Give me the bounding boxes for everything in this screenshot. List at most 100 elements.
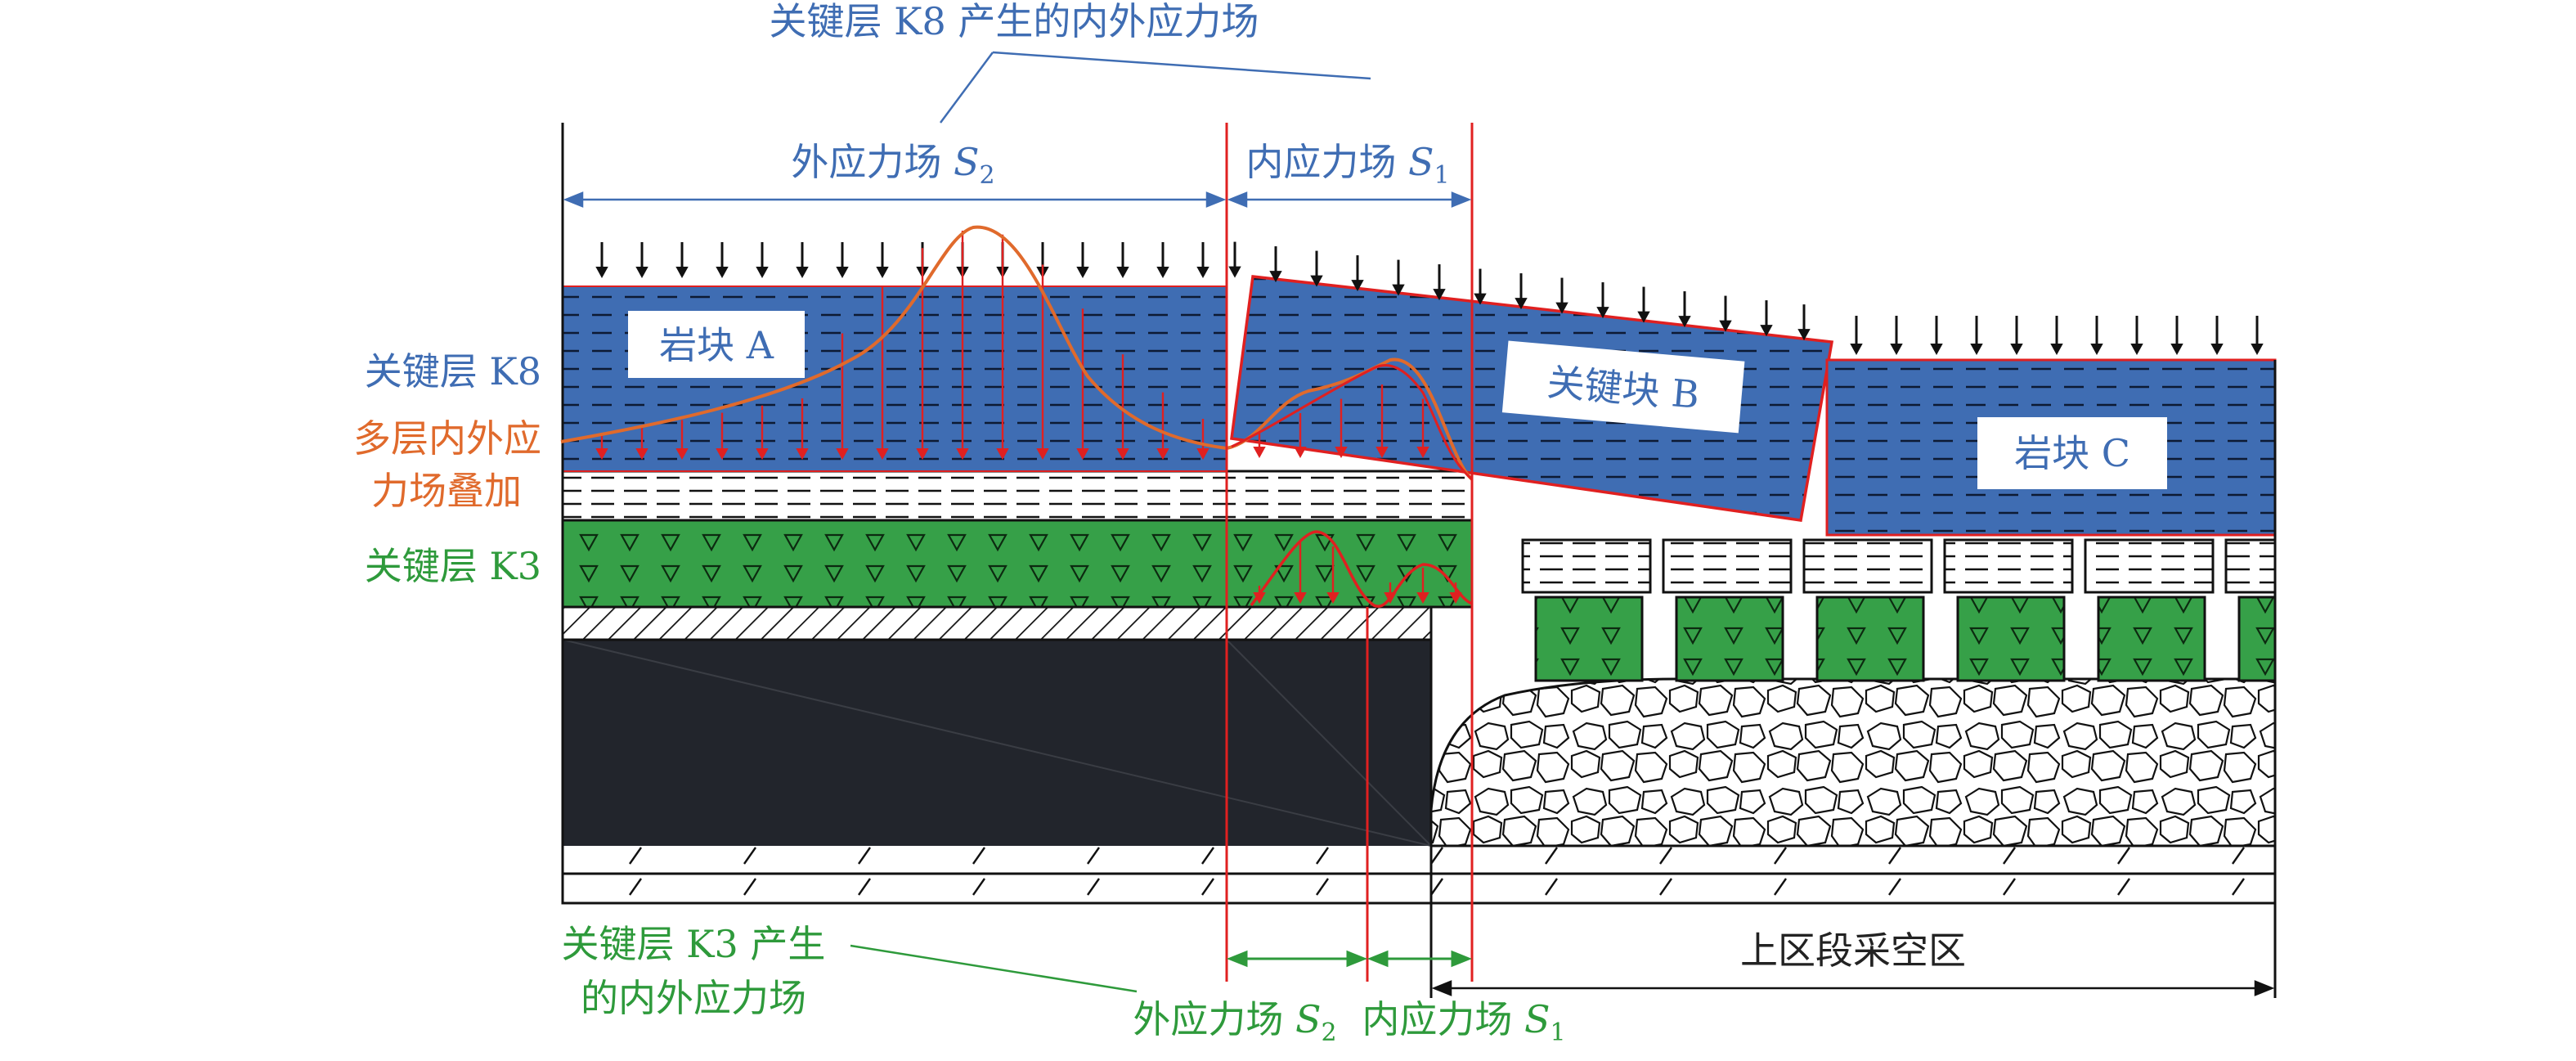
arrow-head	[1351, 280, 1364, 292]
arrow-head	[1596, 307, 1609, 319]
arrow-head	[1156, 448, 1169, 460]
inner-field-label-bottom: 内应力场 S1	[1362, 997, 1565, 1047]
k3-field-label-line1: 关键层 K3 产生	[562, 922, 826, 966]
side-labels: 关键层 K8 多层内外应 力场叠加 关键层 K3	[353, 349, 541, 588]
inner-field-dimension-bottom	[1367, 950, 1473, 968]
broken-k3-blocks	[1534, 596, 2277, 682]
arrow-head	[1269, 271, 1282, 283]
k3-label: 关键层 K3	[365, 544, 541, 588]
top-annotations: 关键层 K8 产生的内外应力场 外应力场 S2 内应力场 S1	[563, 0, 1472, 208]
arrow-head	[1196, 267, 1209, 278]
arrow-head	[1376, 447, 1389, 458]
arrow-head	[1076, 448, 1089, 460]
inner-field-label-top: 内应力场 S1	[1245, 140, 1449, 190]
arrow-head	[796, 267, 809, 278]
arrow-head	[1076, 267, 1089, 278]
inner-field-dimension-top	[1227, 191, 1472, 208]
soft-layer	[561, 470, 1474, 522]
arrow-head	[1384, 592, 1397, 604]
arrow-head	[1228, 266, 1241, 278]
k8-stress-field	[560, 225, 1474, 481]
goaf-label: 上区段采空区	[1740, 928, 1966, 973]
goaf-dimension	[1431, 980, 2275, 996]
arrow-head	[1310, 275, 1323, 287]
arrow-head	[595, 448, 608, 460]
k3-stress-field	[1250, 530, 1473, 609]
arrow-head	[876, 267, 889, 278]
broken-soft-layer	[1521, 538, 2277, 594]
arrow-head	[1294, 447, 1307, 458]
k3-field-label-line2: 的内外应力场	[581, 976, 806, 1020]
arrow-head	[1449, 592, 1462, 604]
arrow-head	[1474, 293, 1487, 305]
arrow-head	[1637, 311, 1650, 323]
arrow-head	[1850, 344, 1863, 355]
arrow-head	[1760, 325, 1773, 337]
arrow-head	[2130, 344, 2143, 355]
hatch-layer	[561, 605, 1433, 641]
arrow-head	[635, 267, 648, 278]
outer-field-label-bottom: 外应力场 S2	[1133, 997, 1336, 1047]
arrow-head	[2170, 344, 2183, 355]
arrow-head	[1930, 344, 1943, 355]
k3-leader-line	[850, 944, 1138, 993]
arrow-head	[595, 267, 608, 278]
k3-stress-arrows	[1253, 542, 1462, 604]
arrow-head	[1416, 447, 1429, 458]
arrow-head	[1156, 267, 1169, 278]
k8-stress-arrows	[595, 231, 1429, 460]
arrow-head	[716, 267, 729, 278]
strata	[561, 123, 2277, 998]
arrow-head	[1196, 448, 1209, 460]
arrow-head	[1253, 592, 1266, 604]
arrow-head	[2010, 344, 2023, 355]
arrow-head	[1116, 448, 1129, 460]
arrow-head	[956, 448, 969, 460]
arrow-head	[1392, 284, 1405, 296]
arrow-head	[2050, 344, 2063, 355]
arrow-head	[1797, 329, 1811, 341]
arrow-head	[756, 267, 769, 278]
arrow-head	[1970, 344, 1983, 355]
goaf-gravel	[1429, 677, 2277, 847]
arrow-head	[1678, 316, 1691, 328]
k8-inner-curve	[1231, 364, 1473, 481]
arrow-head	[876, 448, 889, 460]
arrow-head	[1515, 298, 1528, 310]
block-labels: 岩块 A 关键块 B 岩块 C	[628, 311, 2167, 489]
arrow-head	[756, 448, 769, 460]
arrow-head	[1890, 344, 1903, 355]
superposition-label-line2: 力场叠加	[371, 469, 522, 513]
arrow-head	[1326, 592, 1340, 604]
arrow-head	[1116, 267, 1129, 278]
outer-field-dimension-top	[563, 191, 1227, 208]
block-c-label: 岩块 C	[2014, 431, 2130, 475]
arrow-head	[675, 267, 689, 278]
arrow-head	[796, 448, 809, 460]
arrow-head	[716, 448, 729, 460]
arrow-head	[1433, 289, 1446, 301]
superposition-label-line1: 多层内外应	[353, 416, 541, 461]
arrow-head	[1719, 320, 1732, 332]
overburden-load-arrows	[595, 241, 2264, 355]
arrow-head	[1416, 592, 1429, 604]
arrow-head	[836, 267, 849, 278]
block-a-label: 岩块 A	[659, 323, 774, 367]
outer-field-label-top: 外应力场 S2	[791, 140, 994, 190]
arrow-head	[916, 448, 929, 460]
arrow-head	[2210, 344, 2224, 355]
title-leader-line	[992, 51, 1371, 80]
arrow-head	[2090, 344, 2103, 355]
outer-field-dimension-bottom	[1226, 950, 1368, 968]
bottom-annotations: 关键层 K3 产生 的内外应力场 外应力场 S2 内应力场 S1 上区段采空区	[562, 922, 2275, 1047]
title-top: 关键层 K8 产生的内外应力场	[770, 0, 1259, 43]
stress-boundary-lines	[1225, 123, 1474, 998]
k8-label: 关键层 K8	[365, 349, 541, 393]
arrow-head	[1335, 447, 1348, 458]
arrow-head	[996, 448, 1009, 460]
arrow-head	[2251, 344, 2264, 355]
arrow-head	[1555, 302, 1568, 314]
arrow-head	[635, 448, 648, 460]
arrow-head	[675, 448, 689, 460]
